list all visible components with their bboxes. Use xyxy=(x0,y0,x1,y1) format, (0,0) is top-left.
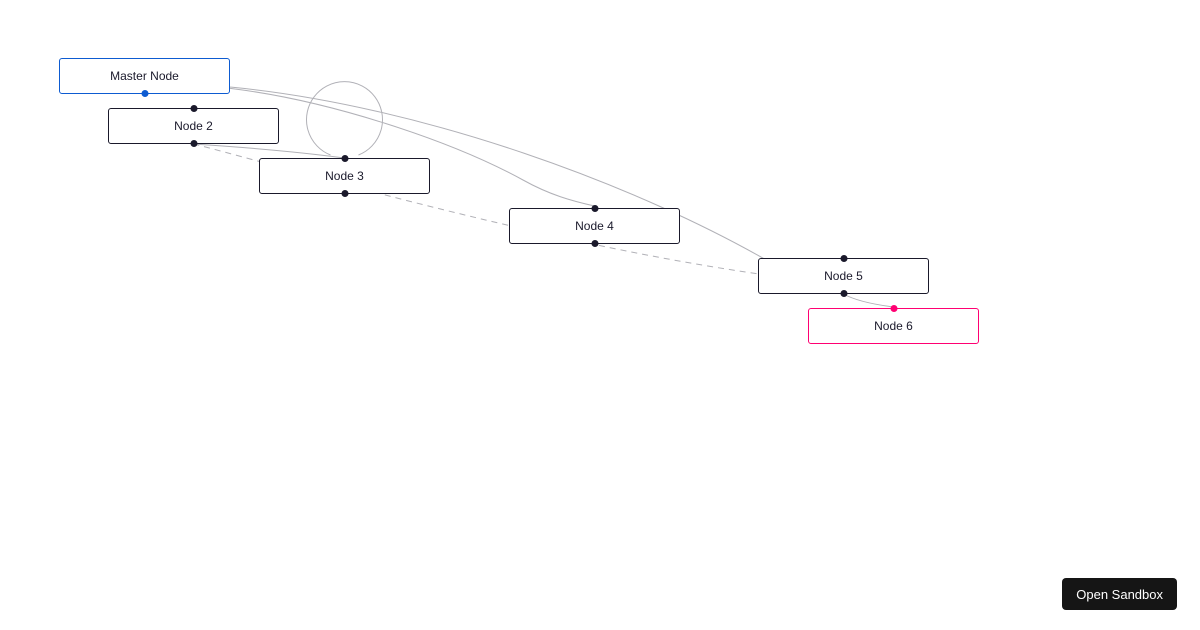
flow-node-node3[interactable]: Node 3 xyxy=(259,155,430,197)
edge-node5-node6[interactable] xyxy=(843,293,894,308)
handle-top-node6[interactable] xyxy=(890,305,897,312)
edge-node3-self-loop[interactable] xyxy=(306,81,383,156)
edge-node2-node3[interactable] xyxy=(193,143,345,159)
node-label-node4: Node 4 xyxy=(575,219,614,233)
node-label-node3: Node 3 xyxy=(325,169,364,183)
node-label-node5: Node 5 xyxy=(824,269,863,283)
handle-bottom-node4[interactable] xyxy=(591,240,598,247)
handle-top-node4[interactable] xyxy=(591,205,598,212)
flow-node-node2[interactable]: Node 2 xyxy=(108,105,279,147)
edge-node2-node5-dashed[interactable] xyxy=(193,143,791,279)
flow-node-node6[interactable]: Node 6 xyxy=(808,305,979,344)
flow-node-node4[interactable]: Node 4 xyxy=(509,205,680,247)
node-label-master: Master Node xyxy=(110,69,179,83)
flow-node-master[interactable]: Master Node xyxy=(59,58,230,97)
flow-node-node5[interactable]: Node 5 xyxy=(758,255,929,297)
handle-bottom-master[interactable] xyxy=(141,90,148,97)
node-label-node6: Node 6 xyxy=(874,319,913,333)
handle-bottom-node5[interactable] xyxy=(840,290,847,297)
handle-top-node2[interactable] xyxy=(190,105,197,112)
open-sandbox-button[interactable]: Open Sandbox xyxy=(1062,578,1177,610)
node-label-node2: Node 2 xyxy=(174,119,213,133)
handle-top-node3[interactable] xyxy=(341,155,348,162)
handle-top-node5[interactable] xyxy=(840,255,847,262)
handle-bottom-node3[interactable] xyxy=(341,190,348,197)
handle-bottom-node2[interactable] xyxy=(190,140,197,147)
